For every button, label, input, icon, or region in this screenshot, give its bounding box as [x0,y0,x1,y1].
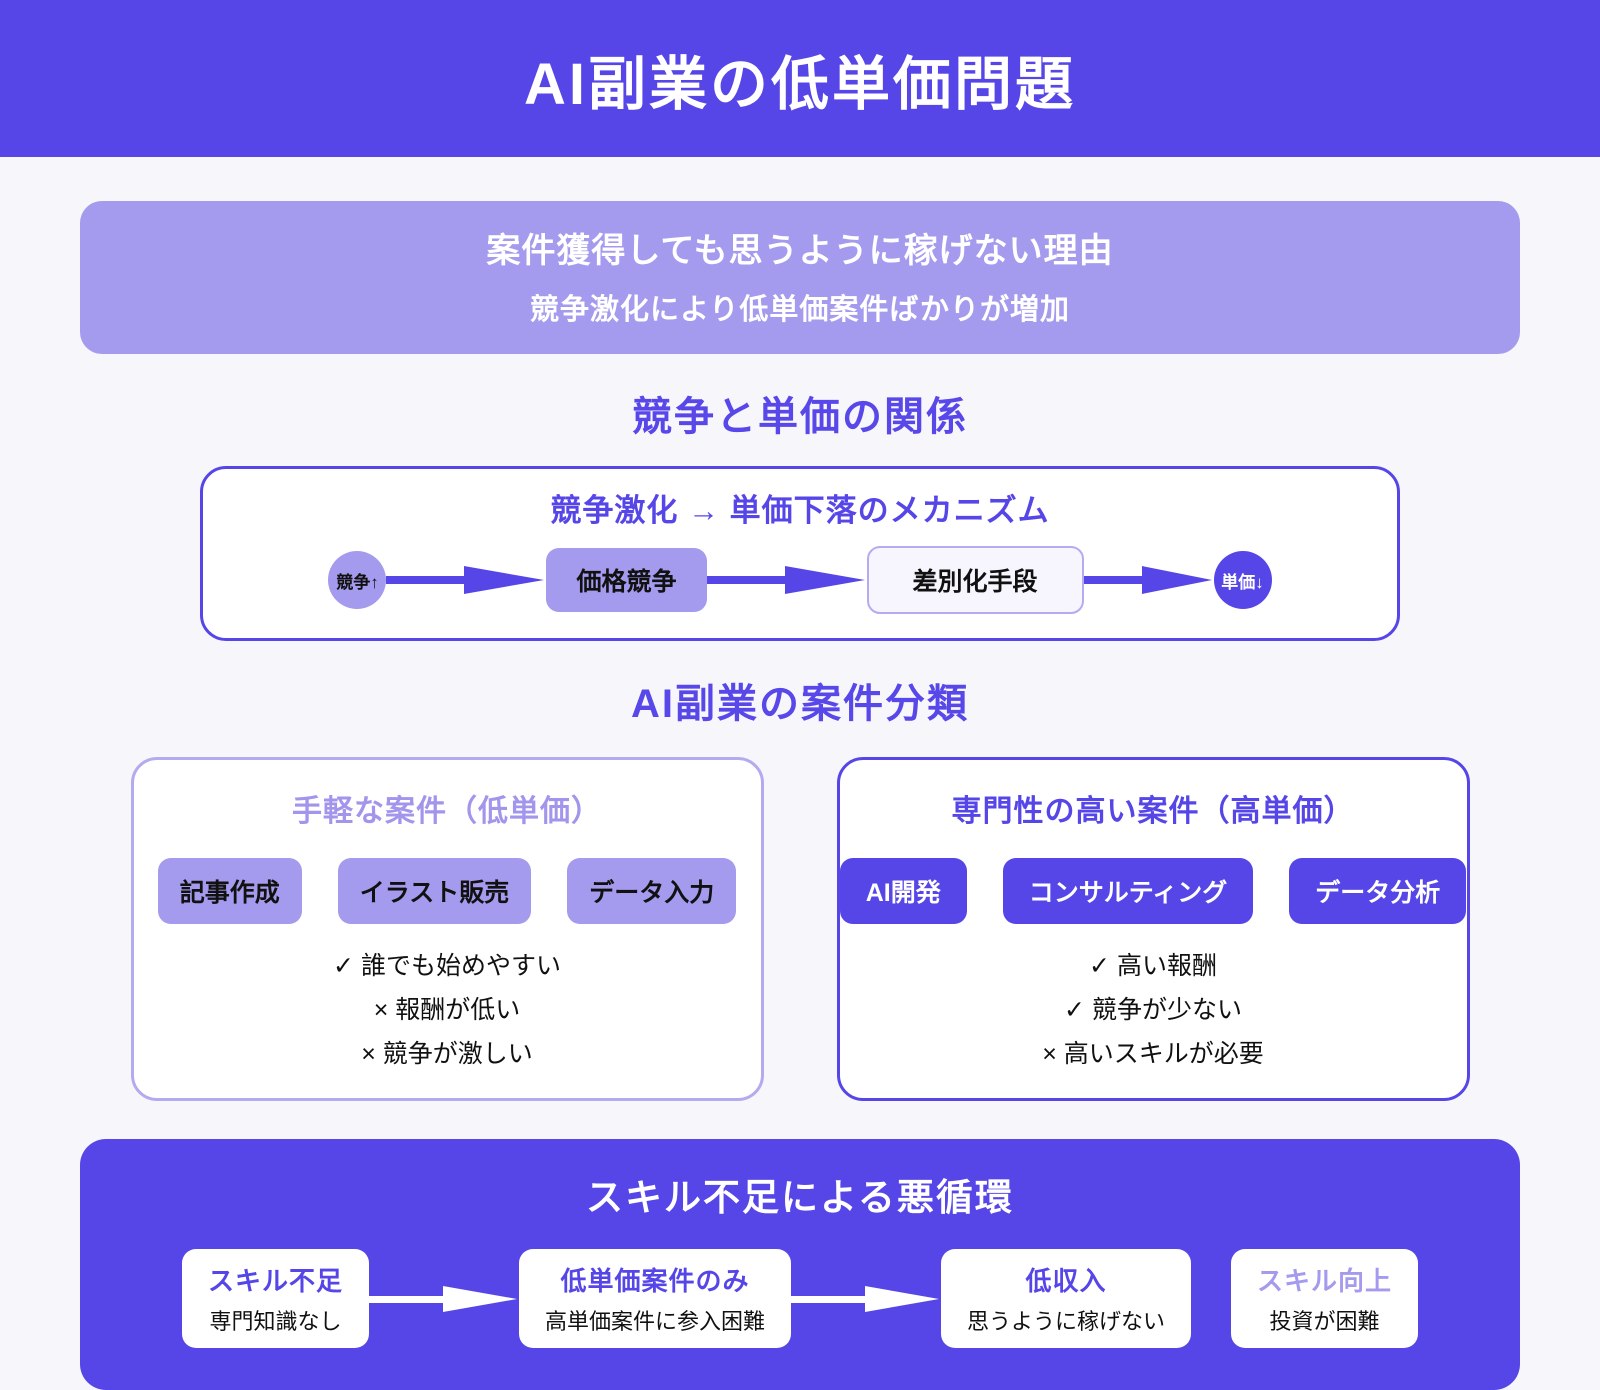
arrow-right-icon [386,566,545,594]
chip-illustration-sales: イラスト販売 [337,858,532,924]
reason-banner: 案件獲得しても思うように稼げない理由 競争激化により低単価案件ばかりが増加 [80,201,1520,354]
chip-article-writing: 記事作成 [157,858,302,924]
cycle-card-low-income: 低収入 思うように稼げない [941,1249,1192,1348]
bullet-item: × 競争が激しい [361,1040,533,1068]
cycle-card-low-price-only: 低単価案件のみ 高単価案件に参入困難 [518,1249,791,1348]
expert-jobs-bullets: ✓ 高い報酬 ✓ 競争が少ない × 高いスキルが必要 [840,946,1467,1070]
bullet-item: ✓ 競争が少ない [1064,996,1242,1024]
chip-consulting: コンサルティング [1002,858,1254,924]
reason-banner-heading: 案件獲得しても思うように稼げない理由 [486,232,1114,270]
arrow-right-icon [368,1285,517,1312]
cycle-card-title: スキル不足 [207,1266,343,1296]
page-header: AI副業の低単価問題 [0,0,1600,157]
cycle-card-subtitle: 思うように稼げない [967,1309,1166,1334]
mechanism-panel: 競争激化 → 単価下落のメカニズム 競争↑ 価格競争 差別化手段 単価↓ [200,466,1400,641]
section-title-competition: 競争と単価の関係 [632,395,968,439]
bullet-item: ✓ 誰でも始めやすい [333,952,561,980]
panel-easy-jobs: 手軽な案件（低単価） 記事作成 イラスト販売 データ入力 ✓ 誰でも始めやすい … [130,757,764,1101]
easy-jobs-chips: 記事作成 イラスト販売 データ入力 [134,858,761,924]
page-title: AI副業の低単価問題 [523,51,1076,117]
vicious-cycle-panel: スキル不足による悪循環 スキル不足 専門知識なし 低単価案件のみ 高単価案件に参… [80,1139,1520,1390]
chip-data-entry: データ入力 [567,858,737,924]
chip-data-analysis: データ分析 [1289,858,1467,924]
arrow-right-icon [791,1285,939,1312]
vicious-cycle-flow: スキル不足 専門知識なし 低単価案件のみ 高単価案件に参入困難 低収入 思うよう… [80,1249,1520,1348]
arrow-right-icon [1083,566,1212,594]
chip-ai-development: AI開発 [839,858,967,924]
flow-step-differentiation: 差別化手段 [866,546,1084,614]
cycle-card-subtitle: 専門知識なし [209,1309,342,1334]
cycle-card-skill-improvement: スキル向上 投資が困難 [1231,1249,1419,1348]
vicious-cycle-title: スキル不足による悪循環 [586,1177,1014,1218]
cycle-card-title: 低収入 [1025,1266,1107,1296]
bullet-item: ✓ 高い報酬 [1089,952,1217,980]
reason-banner-subheading: 競争激化により低単価案件ばかりが増加 [529,294,1070,326]
cycle-card-skill-shortage: スキル不足 専門知識なし [181,1249,369,1348]
arrow-right-icon [706,566,865,594]
mechanism-panel-title: 競争激化 → 単価下落のメカニズム [550,493,1050,528]
cycle-card-subtitle: 高単価案件に参入困難 [544,1309,765,1334]
flow-node-unit-price: 単価↓ [1213,551,1272,609]
classification-panels: 手軽な案件（低単価） 記事作成 イラスト販売 データ入力 ✓ 誰でも始めやすい … [0,757,1600,1101]
flow-step-price-competition: 価格競争 [546,548,707,612]
expert-jobs-chips: AI開発 コンサルティング データ分析 [839,858,1467,924]
panel-expert-jobs: 専門性の高い案件（高単価） AI開発 コンサルティング データ分析 ✓ 高い報酬… [836,757,1470,1101]
bullet-item: × 報酬が低い [373,996,521,1024]
panel-easy-jobs-title: 手軽な案件（低単価） [292,795,602,828]
section-title-classification: AI副業の案件分類 [631,682,969,726]
flow-node-competition: 競争↑ [328,551,387,609]
panel-expert-jobs-title: 専門性の高い案件（高単価） [951,795,1355,828]
bullet-item: × 高いスキルが必要 [1042,1040,1264,1068]
cycle-card-title: スキル向上 [1257,1266,1393,1296]
cycle-card-title: 低単価案件のみ [560,1266,750,1296]
easy-jobs-bullets: ✓ 誰でも始めやすい × 報酬が低い × 競争が激しい [134,946,761,1070]
mechanism-flow: 競争↑ 価格競争 差別化手段 単価↓ [223,546,1377,614]
cycle-card-subtitle: 投資が困難 [1269,1309,1380,1334]
